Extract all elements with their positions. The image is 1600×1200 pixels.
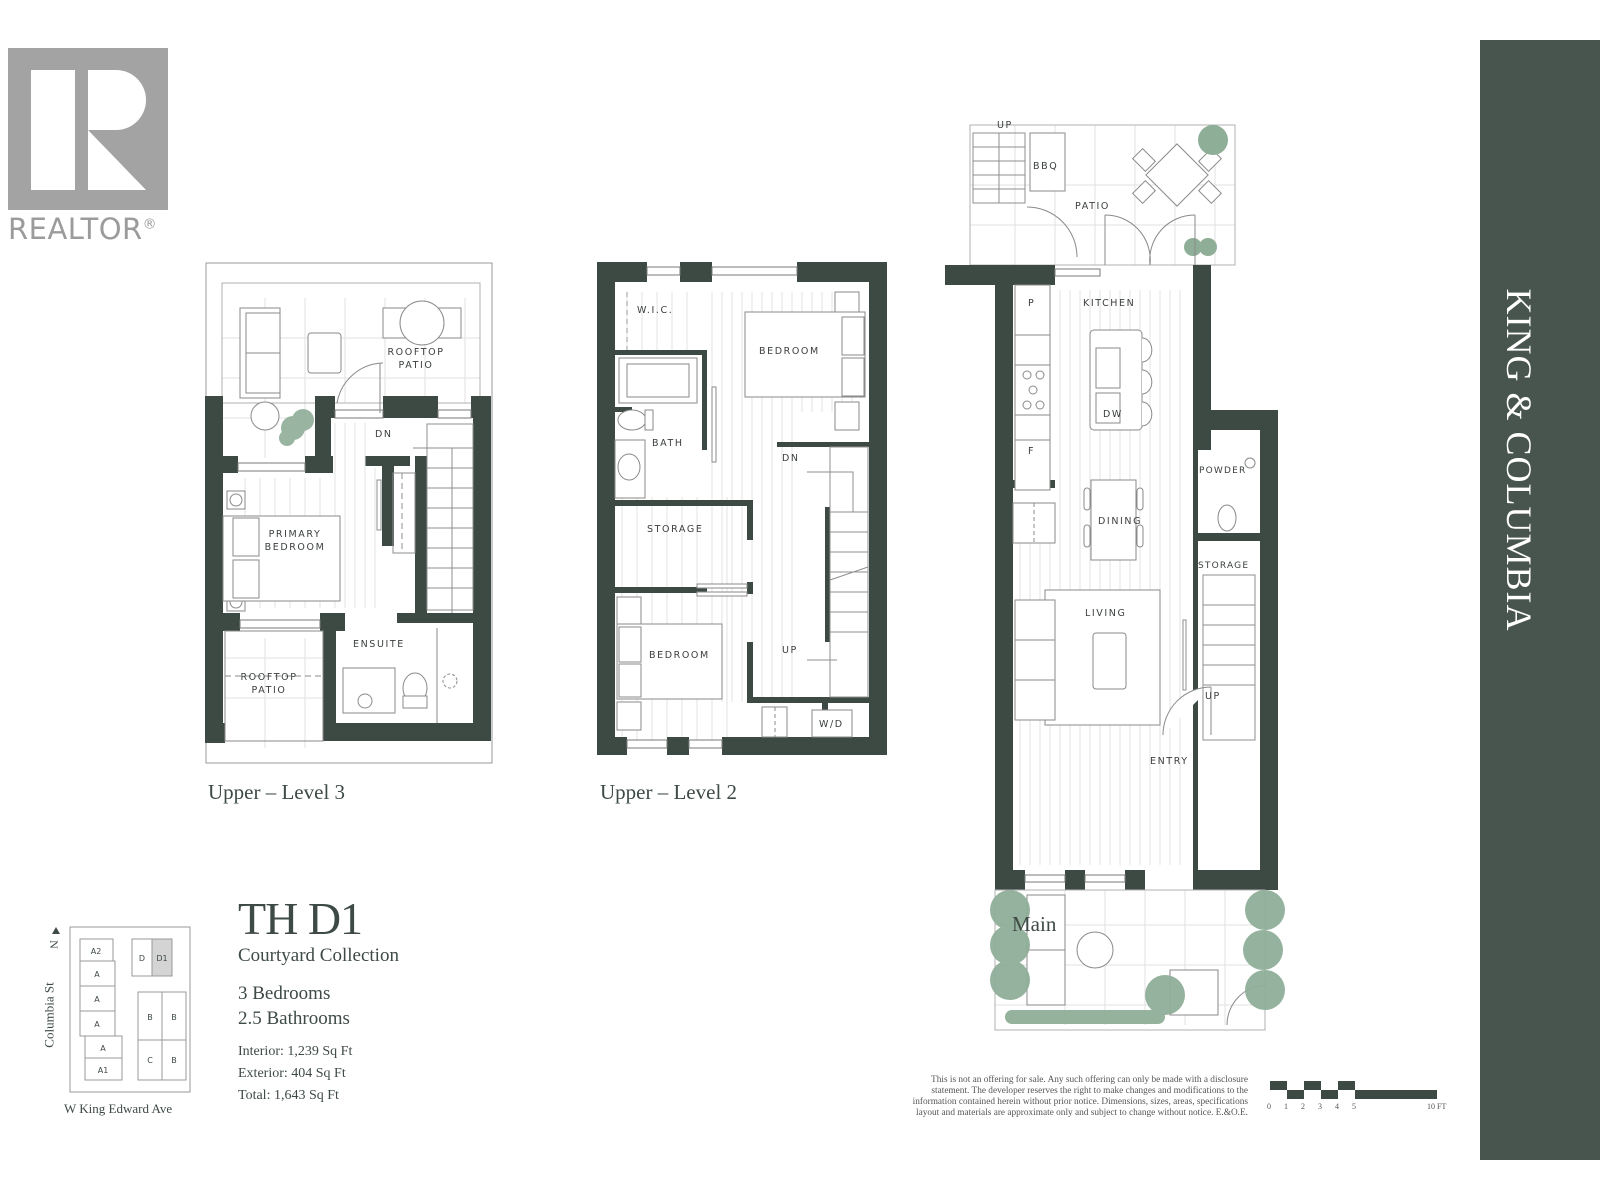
disclaimer-line: statement. The developer reserves the ri…: [931, 1086, 1248, 1096]
room-label-dn: DN: [782, 453, 800, 464]
room-label-up: UP: [997, 120, 1013, 131]
scale-end-label: 10 FT: [1427, 1102, 1447, 1111]
site-unit-c: C: [147, 1056, 153, 1065]
level-2-drawing: [597, 262, 887, 755]
plan-title-level-3: Upper – Level 3: [208, 780, 346, 804]
unit-name: TH D1: [238, 893, 363, 944]
unit-total-area: Total: 1,643 Sq Ft: [238, 1088, 339, 1103]
unit-collection: Courtyard Collection: [238, 945, 399, 966]
disclaimer-line: This is not an offering for sale. Any su…: [931, 1075, 1248, 1085]
room-label-dn: DN: [375, 429, 393, 440]
room-label-powder: POWDER: [1199, 466, 1247, 476]
unit-bathrooms: 2.5 Bathrooms: [238, 1008, 350, 1029]
project-sidebar: KING & COLUMBIA: [1480, 40, 1600, 1160]
room-label-wic: W.I.C.: [637, 305, 674, 316]
floorplan-main: UP BBQ PATIO KITCHEN P DW F POWDER DININ…: [945, 120, 1305, 1031]
room-label-patio: PATIO: [1075, 201, 1110, 212]
disclaimer: This is not an offering for sale. Any su…: [820, 1075, 1248, 1119]
room-label-rooftop-patio: ROOFTOP PATIO: [387, 347, 445, 371]
north-label: N: [46, 940, 61, 949]
room-label-ensuite: ENSUITE: [353, 639, 405, 650]
unit-interior-area: Interior: 1,239 Sq Ft: [238, 1044, 353, 1059]
north-arrow-icon: [52, 927, 60, 934]
floorplan-level-2: W.I.C. BEDROOM BATH DN STORAGE BEDROOM U…: [597, 262, 887, 804]
room-label-up-2: UP: [1205, 691, 1221, 702]
scale-tick: 3: [1318, 1102, 1322, 1111]
unit-exterior-area: Exterior: 404 Sq Ft: [238, 1066, 346, 1081]
realtor-logo: REALTOR®: [8, 48, 188, 248]
scale-bar-graphic: [1270, 1081, 1437, 1099]
room-label-pantry: P: [1028, 298, 1036, 309]
scale-tick: 2: [1301, 1102, 1305, 1111]
plant-icon: [279, 409, 314, 446]
plan-title-level-2: Upper – Level 2: [600, 780, 738, 804]
site-unit-b: B: [171, 1013, 177, 1022]
room-label-dw: DW: [1103, 409, 1123, 420]
project-title: KING & COLUMBIA: [1499, 288, 1539, 632]
realtor-wordmark: REALTOR®: [8, 212, 158, 246]
room-label-rooftop-patio-2: ROOFTOP PATIO: [240, 672, 298, 696]
site-unit-a2: A2: [91, 947, 102, 956]
scale-tick: 4: [1335, 1102, 1339, 1111]
scale-tick: 0: [1267, 1102, 1271, 1111]
plan-title-main: Main: [1012, 912, 1057, 936]
room-label-entry: ENTRY: [1150, 756, 1189, 767]
realtor-r-icon: [8, 48, 168, 210]
room-label-living: LIVING: [1085, 608, 1127, 619]
room-label-up: UP: [782, 645, 798, 656]
room-label-storage: STORAGE: [1198, 561, 1250, 571]
room-label-bedroom-2: BEDROOM: [649, 650, 710, 661]
site-map-drawing: A2 A A A A A1 D D1 B B C B: [69, 926, 191, 1093]
site-unit-a: A: [94, 970, 100, 979]
scale-tick: 5: [1352, 1102, 1356, 1111]
floorplan-level-3: ROOFTOP PATIO DN PRIMARY BEDROOM ENSUITE…: [205, 258, 495, 804]
room-label-bbq: BBQ: [1033, 161, 1059, 172]
level-3-drawing: [205, 262, 493, 764]
site-unit-b: B: [171, 1056, 177, 1065]
room-label-kitchen: KITCHEN: [1083, 298, 1136, 309]
room-label-primary-bedroom: PRIMARY BEDROOM: [264, 529, 326, 553]
site-unit-a: A: [94, 995, 100, 1004]
site-unit-d1: D1: [156, 954, 167, 963]
site-key-plan: N Columbia St A2 A A A A A1 D D1 B: [41, 915, 205, 1116]
site-unit-a1: A1: [98, 1066, 109, 1075]
scale-bar: 0 1 2 3 4 5 10 FT: [1267, 1081, 1460, 1121]
site-unit-a: A: [100, 1044, 106, 1053]
disclaimer-line: layout and materials are approximate onl…: [915, 1108, 1248, 1118]
room-label-dining: DINING: [1098, 516, 1143, 527]
site-unit-d: D: [139, 954, 145, 963]
site-unit-b: B: [147, 1013, 153, 1022]
scale-tick: 1: [1284, 1102, 1288, 1111]
unit-bedrooms: 3 Bedrooms: [238, 983, 331, 1004]
room-label-bath: BATH: [652, 438, 684, 449]
room-label-bedroom-1: BEDROOM: [759, 346, 820, 357]
room-label-storage: STORAGE: [647, 524, 704, 535]
disclaimer-line: information contained herein without pri…: [912, 1097, 1248, 1107]
unit-info: TH D1 Courtyard Collection 3 Bedrooms 2.…: [238, 895, 498, 1107]
street-label-columbia: Columbia St: [41, 982, 57, 1048]
room-label-fridge: F: [1028, 446, 1036, 457]
site-unit-a: A: [94, 1020, 100, 1029]
room-label-wd: W/D: [819, 719, 844, 730]
street-label-king-edward: W King Edward Ave: [64, 1101, 173, 1116]
main-drawing: [945, 124, 1285, 1031]
